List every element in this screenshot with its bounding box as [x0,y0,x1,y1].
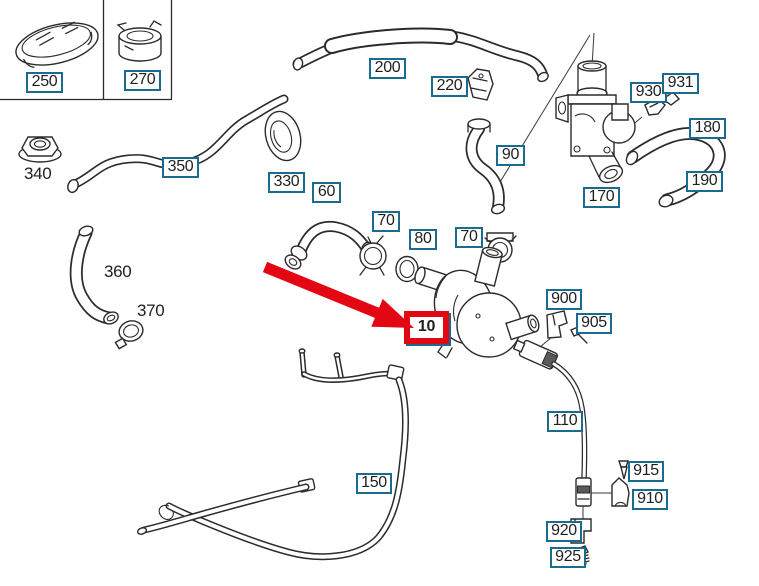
part-900-bracket-drawing [533,310,568,353]
part-label-900[interactable]: 900 [546,289,582,310]
part-170-valve-drawing [555,60,636,184]
part-label-370: 370 [137,301,165,320]
part-label-190[interactable]: 190 [686,171,723,192]
part-90-hose-drawing [465,118,506,215]
part-label-60[interactable]: 60 [312,182,341,203]
part-label-150[interactable]: 150 [356,473,392,494]
part-label-340: 340 [24,164,52,183]
part-label-925[interactable]: 925 [550,547,586,568]
part-360-hose-drawing [69,225,119,325]
part-270-clamp-drawing [116,20,162,62]
part-label-330[interactable]: 330 [268,172,305,193]
part-label-920[interactable]: 920 [546,521,582,542]
part-label-270[interactable]: 270 [124,70,161,91]
part-915-plug-drawing [618,460,629,480]
part-931-clip-drawing [661,91,681,106]
part-110-cable-drawing [551,361,613,519]
part-label-10[interactable]: 10 [404,311,449,344]
part-370-clamp-drawing [114,320,144,350]
part-250-cover-drawing [15,21,99,68]
part-label-360: 360 [104,262,132,281]
part-150-pipes-drawing [136,348,410,561]
part-910-bracket-drawing [611,477,630,507]
part-label-931[interactable]: 931 [662,73,699,94]
part-330-seal-drawing [264,110,302,162]
part-label-915[interactable]: 915 [628,461,664,482]
part-200-hose-drawing [292,27,549,83]
part-label-250[interactable]: 250 [26,72,63,93]
part-label-90[interactable]: 90 [496,145,525,166]
inset-grid-lines [0,0,173,101]
part-10-pump-drawing [414,246,540,359]
part-label-220[interactable]: 220 [431,76,468,97]
part-label-350[interactable]: 350 [162,157,199,178]
part-label-170[interactable]: 170 [583,187,620,208]
part-220-clip-drawing [467,68,494,101]
part-340-nut-drawing [18,136,62,163]
part-label-80[interactable]: 80 [409,229,437,250]
part-label-110[interactable]: 110 [547,411,583,432]
part-label-180[interactable]: 180 [689,118,726,139]
part-label-200[interactable]: 200 [369,58,406,79]
part-label-70-right[interactable]: 70 [455,227,483,248]
part-label-905[interactable]: 905 [576,313,612,334]
part-label-910[interactable]: 910 [632,489,668,510]
part-label-70-left[interactable]: 70 [372,211,400,232]
